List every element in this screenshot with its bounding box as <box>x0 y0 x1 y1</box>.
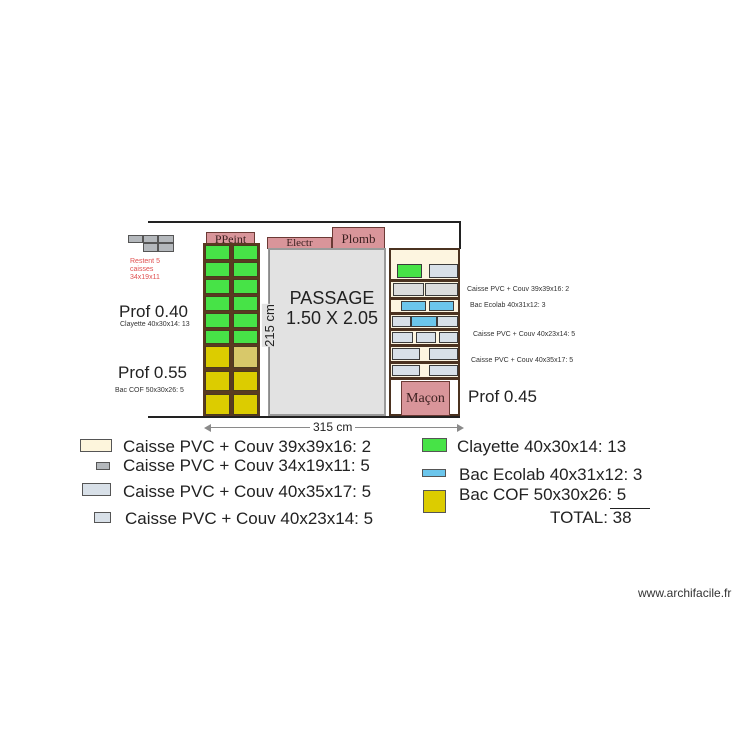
legend-label-3: Caisse PVC + Couv 40x23x14: 5 <box>125 509 374 528</box>
passage-area: PASSAGE 1.50 X 2.05 <box>268 248 386 416</box>
legend-label-4: Clayette 40x30x14: 13 <box>457 437 627 456</box>
right-note-3: Caisse PVC + Couv 40x35x17: 5 <box>471 357 574 364</box>
legend-swatch-6 <box>423 490 446 513</box>
legend-swatch-3 <box>94 512 111 523</box>
tag-macon: Maçon <box>401 381 450 416</box>
passage-size: 1.50 X 2.05 <box>285 308 379 328</box>
passage-label: PASSAGE <box>289 288 375 308</box>
remaining-note: Restent 5 caisses 34x19x11 <box>130 258 160 281</box>
tag-plomb: Plomb <box>332 227 385 249</box>
legend-swatch-5 <box>422 469 446 477</box>
legend-label-2: Caisse PVC + Couv 40x35x17: 5 <box>123 482 372 501</box>
right-note-2: Caisse PVC + Couv 40x23x14: 5 <box>473 331 576 338</box>
left-shelving-unit <box>203 243 260 416</box>
legend-label-5: Bac Ecolab 40x31x12: 3 <box>459 465 643 484</box>
width-dimension-label: 315 cm <box>310 420 356 434</box>
prof-label-top: Prof 0.40 <box>119 302 188 321</box>
right-note-0: Caisse PVC + Couv 39x39x16: 2 <box>467 286 570 293</box>
legend-swatch-0 <box>80 439 112 452</box>
legend-label-0: Caisse PVC + Couv 39x39x16: 2 <box>123 437 372 456</box>
height-dimension-label: 215 cm <box>261 304 277 347</box>
remaining-boxes-icon <box>128 235 176 253</box>
prof-label-bottom: Prof 0.55 <box>118 363 187 382</box>
width-dim-arrow-left <box>204 424 211 432</box>
floor-line <box>148 416 460 418</box>
legend-label-1: Caisse PVC + Couv 34x19x11: 5 <box>123 456 370 475</box>
legend-label-6: Bac COF 50x30x26: 5 <box>459 485 627 504</box>
prof-note-bottom: Bac COF 50x30x26: 5 <box>115 387 184 394</box>
legend-swatch-4 <box>422 438 447 452</box>
watermark: www.archifacile.fr <box>638 586 732 600</box>
wall-top <box>148 221 460 223</box>
prof-note-top: Clayette 40x30x14: 13 <box>120 321 190 328</box>
total-label: TOTAL: 38 <box>550 508 632 527</box>
legend-swatch-1 <box>96 462 110 470</box>
right-note-1: Bac Ecolab 40x31x12: 3 <box>470 302 546 309</box>
width-dim-arrow-right <box>457 424 464 432</box>
wall-right <box>459 221 461 249</box>
prof-label-right: Prof 0.45 <box>468 387 537 406</box>
total-underline <box>610 508 650 509</box>
legend-swatch-2 <box>82 483 111 496</box>
